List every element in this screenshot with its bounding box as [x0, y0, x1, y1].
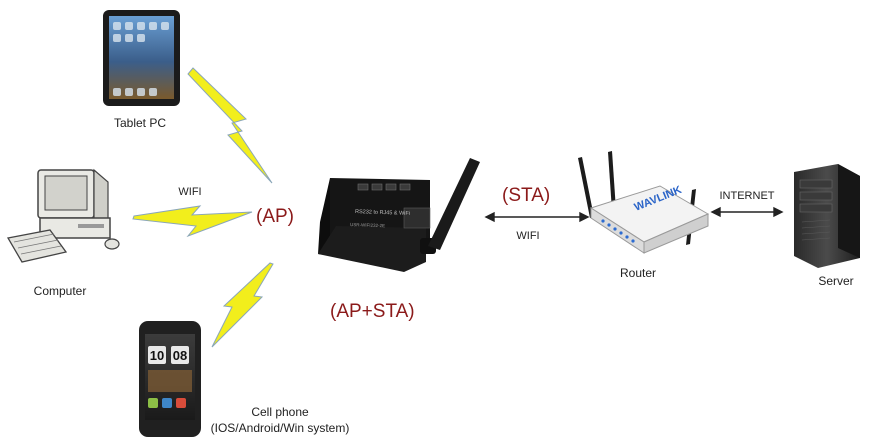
- lightning-bolt-icon: [187, 67, 273, 184]
- phone-clock-minutes: 08: [173, 348, 187, 363]
- wifi-router-icon: WAVLINK: [578, 151, 710, 254]
- wireless-link-bolts: [132, 67, 274, 348]
- phone-label: Cell phone: [251, 405, 309, 419]
- ap-mode-label: (AP): [256, 206, 294, 227]
- lightning-bolt-icon: [211, 262, 274, 348]
- computer-link-label: WIFI: [178, 186, 202, 198]
- converter-text: RS232 to RJ45 & WiFi: [355, 209, 410, 217]
- internet-link: [710, 206, 784, 218]
- lightning-bolt-icon: [132, 205, 253, 238]
- serial-wifi-converter-icon: RS232 to RJ45 & WiFi USR-WIFI232-2E: [318, 158, 480, 272]
- sta-mode-label: (STA): [502, 185, 551, 206]
- smartphone-icon: [139, 321, 201, 437]
- converter-mode-label: (AP+STA): [330, 301, 415, 322]
- wifi-sta-link: [484, 211, 590, 223]
- phone-clock-hours: 10: [150, 348, 164, 363]
- tablet-icon: [103, 10, 180, 106]
- computer-label: Computer: [33, 284, 87, 298]
- internet-label: INTERNET: [719, 190, 775, 202]
- converter-model: USR-WIFI232-2E: [350, 222, 385, 228]
- phone-sublabel: (IOS/Android/Win system): [210, 421, 350, 435]
- desktop-computer-icon: [6, 168, 120, 263]
- tower-server-icon: [794, 164, 860, 268]
- tablet-label: Tablet PC: [113, 116, 167, 130]
- sta-link-label: WIFI: [516, 230, 540, 242]
- server-label: Server: [818, 274, 854, 288]
- router-label: Router: [619, 266, 657, 280]
